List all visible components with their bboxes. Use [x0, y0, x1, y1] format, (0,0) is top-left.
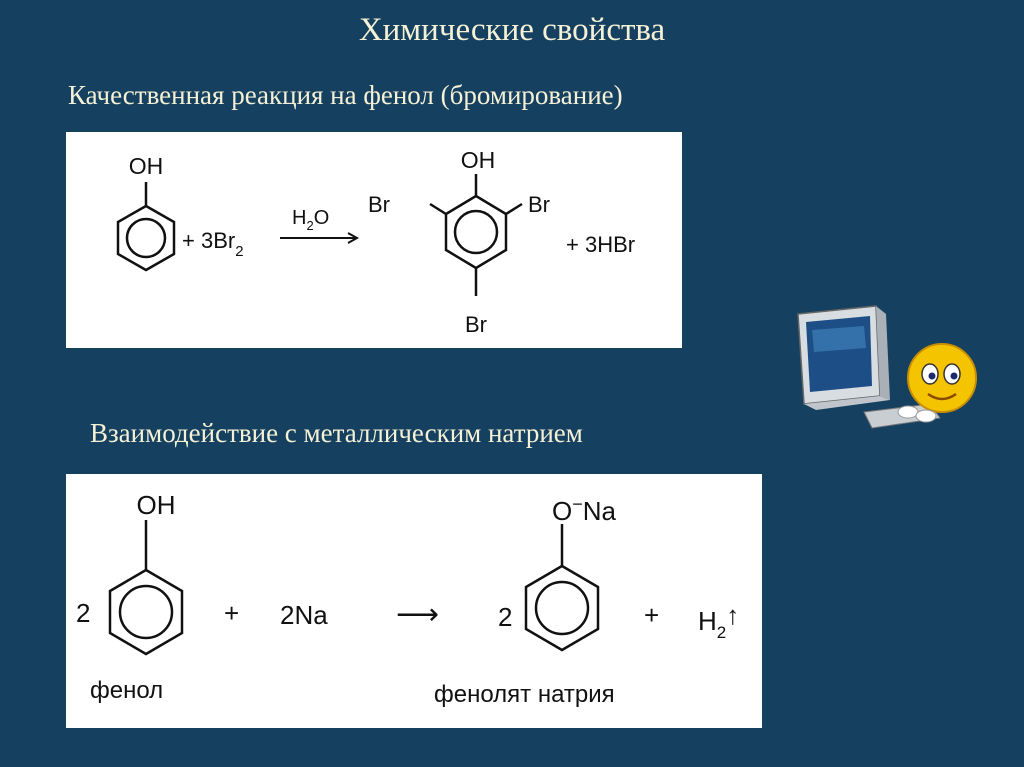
reagent-label: + 3Br2	[182, 228, 244, 260]
sodium-reaction-panel: 2 OH + 2Na ⟶ 2 O−Na + H2↑ фенол фенолят …	[66, 474, 762, 728]
reactant-oh-label: OH	[137, 490, 176, 520]
product-group-label: O−Na	[552, 494, 617, 526]
reaction-arrow: ⟶	[396, 598, 439, 631]
bromination-reaction-panel: OH + 3Br2 H2O OH Br Br Br + 3HBr	[66, 132, 682, 348]
plus-sign-1: +	[224, 598, 239, 628]
condition-label: H2O	[292, 207, 329, 233]
coefficient-right: 2	[498, 602, 512, 632]
computer-smiley-icon	[790, 300, 990, 440]
hydrogen-gas-label: H2↑	[698, 600, 739, 642]
sodium-reagent: 2Na	[280, 600, 328, 630]
product-br-right: Br	[528, 192, 550, 217]
phenolate-ring	[524, 524, 600, 652]
section-heading-sodium: Взаимодействие с металлическим натрием	[90, 418, 583, 448]
plus-sign-2: +	[644, 600, 659, 630]
phenol-ring	[108, 520, 184, 656]
reaction-arrow	[280, 232, 360, 244]
product-oh-label: OH	[461, 147, 496, 173]
coefficient-left: 2	[76, 598, 90, 628]
phenol-ring	[116, 182, 176, 272]
product-br-bottom: Br	[465, 312, 487, 337]
slide-title: Химические свойства	[358, 12, 666, 48]
phenol-name: фенол	[90, 677, 163, 704]
phenolate-name: фенолят натрия	[434, 681, 615, 708]
product-br-left: Br	[368, 192, 390, 217]
section-heading-bromination: Качественная реакция на фенол (бромирова…	[68, 80, 623, 110]
reactant-oh-label: OH	[129, 153, 164, 179]
tribromophenol-ring	[429, 174, 523, 296]
byproduct-label: + 3HBr	[566, 232, 635, 257]
